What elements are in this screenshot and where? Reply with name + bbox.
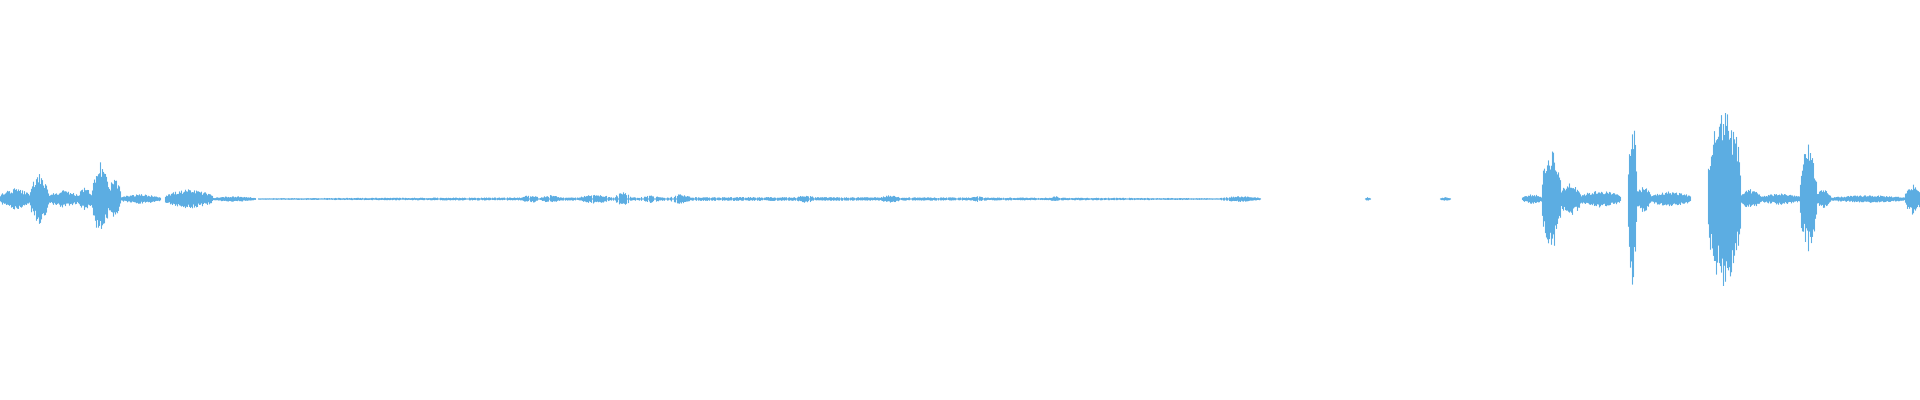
waveform-columns [0,113,1920,287]
